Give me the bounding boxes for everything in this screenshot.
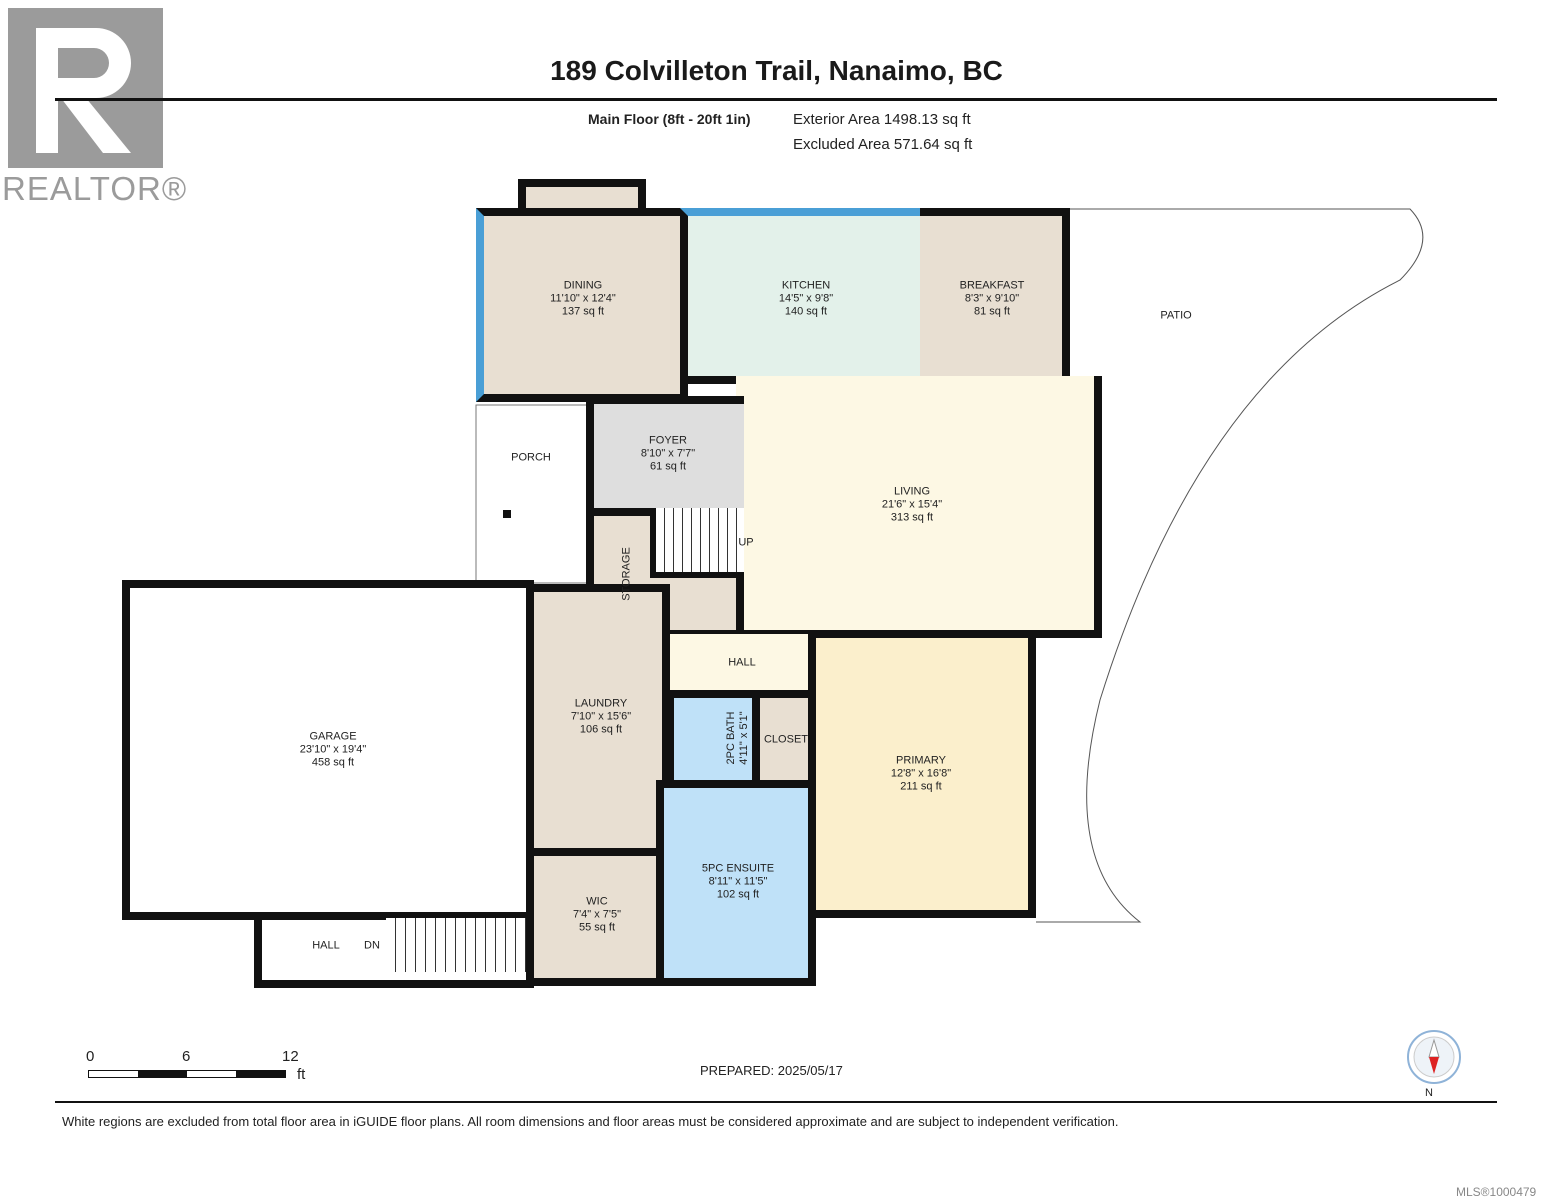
label-patio: PATIO	[1160, 309, 1192, 322]
compass-north-label: N	[1425, 1087, 1433, 1099]
label-hall: HALL	[728, 656, 756, 669]
label-dn: DN	[364, 939, 380, 952]
page-title: 189 Colvilleton Trail, Nanaimo, BC	[550, 55, 1003, 86]
porch-post	[503, 510, 511, 518]
room-foyer	[586, 396, 744, 516]
prepared-date: PREPARED: 2025/05/17	[700, 1063, 843, 1078]
scale-tick-6: 6	[182, 1048, 191, 1065]
scale-tick-12: 12	[282, 1048, 299, 1065]
label-lower-hall: HALL	[312, 939, 340, 952]
mls-number: MLS®1000479	[1456, 1185, 1537, 1199]
scale-tick-0: 0	[86, 1048, 95, 1065]
excluded-area: Excluded Area 571.64 sq ft	[793, 136, 973, 153]
room-hall	[666, 634, 816, 694]
stairs-up[interactable]	[650, 508, 744, 578]
label-up: UP	[738, 536, 754, 549]
realtor-logo-text: REALTOR®	[2, 170, 188, 207]
realtor-r-icon	[36, 28, 131, 153]
realtor-logo	[8, 8, 163, 168]
porch-outline	[475, 404, 591, 584]
exterior-area: Exterior Area 1498.13 sq ft	[793, 111, 971, 128]
scale-unit: ft	[297, 1066, 306, 1083]
stairs-down[interactable]	[386, 918, 526, 972]
patio-outline	[1036, 208, 1424, 923]
compass-icon	[1407, 1030, 1461, 1084]
header-divider	[55, 98, 1497, 101]
room-garage	[122, 580, 534, 920]
floor-name: Main Floor (8ft - 20ft 1in)	[588, 111, 751, 127]
room-dining	[476, 208, 688, 402]
room-breakfast	[920, 208, 1070, 384]
footer-divider	[55, 1101, 1497, 1103]
room-living	[736, 376, 1102, 638]
label-porch: PORCH	[511, 451, 551, 464]
disclaimer: White regions are excluded from total fl…	[62, 1114, 1119, 1129]
scale-bar	[88, 1070, 286, 1078]
label-closet: CLOSET	[763, 733, 809, 746]
room-primary	[808, 630, 1036, 918]
label-storage: STORAGE	[620, 547, 633, 601]
